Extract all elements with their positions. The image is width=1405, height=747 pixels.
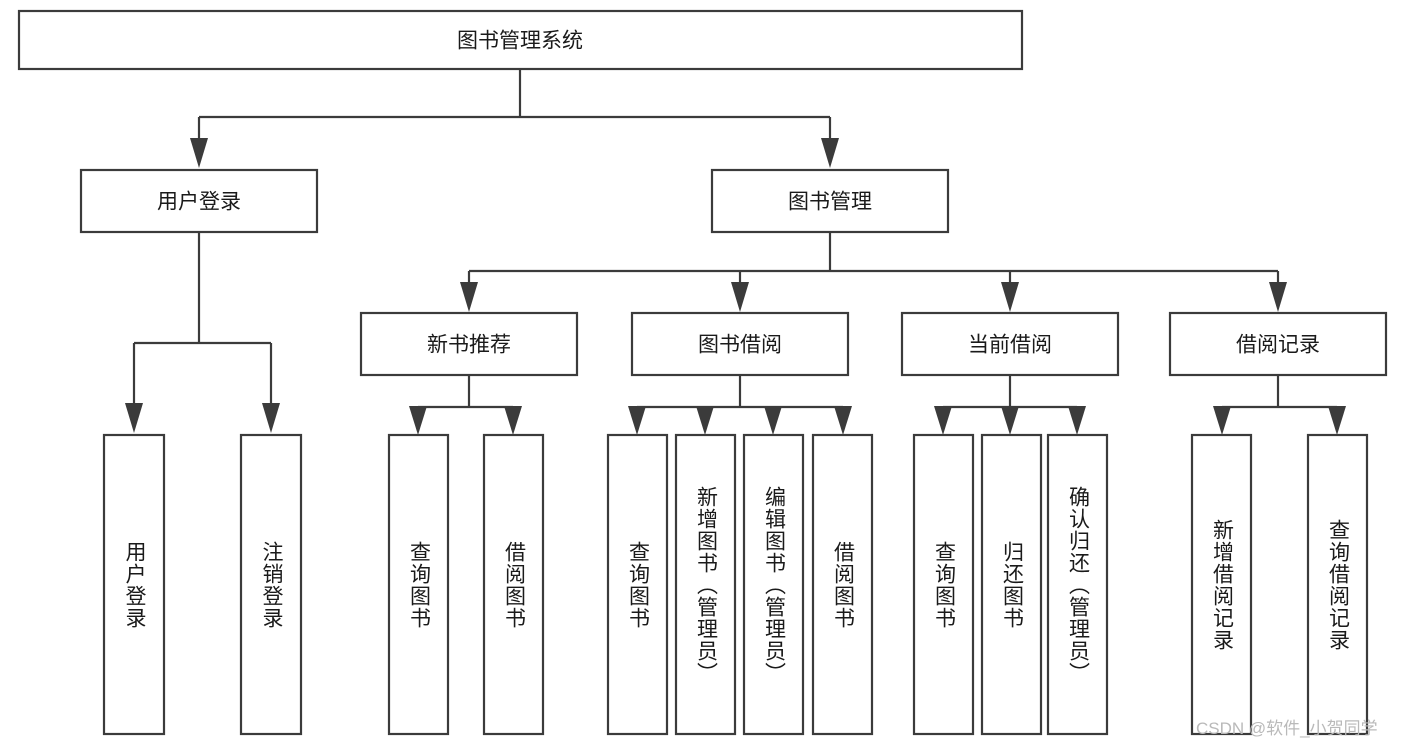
arrow-nbr-leaf-0 [409, 406, 427, 435]
arrow-nbr-leaf-1 [504, 406, 522, 435]
arrow-to-book-borrow [731, 282, 749, 312]
node-user-login[interactable]: 用户登录 [79, 168, 319, 234]
leaf-box-user-login[interactable] [102, 433, 166, 736]
node-user-login-label: 用户登录 [157, 191, 241, 214]
leaf-box-bb-query-book[interactable] [606, 433, 669, 736]
arrow-bb-leaf-2 [764, 406, 782, 435]
node-book-management-box[interactable] [710, 168, 950, 234]
node-current-borrow-label: 当前借阅 [968, 334, 1052, 357]
node-root[interactable]: 图书管理系统 [17, 9, 1024, 71]
leaf-box-bb-add-book[interactable] [674, 433, 737, 736]
arrow-to-borrow-record [1269, 282, 1287, 312]
arrow-to-leaf-user-login [125, 403, 143, 433]
node-book-borrow[interactable]: 图书借阅 [630, 311, 850, 377]
arrow-bb-leaf-3 [834, 406, 852, 435]
arrow-to-new-book-recommend [460, 282, 478, 312]
arrow-br-leaf-0 [1213, 406, 1231, 435]
leaf-box-br-add-record[interactable] [1190, 433, 1253, 736]
node-borrow-record[interactable]: 借阅记录 [1168, 311, 1388, 377]
watermark-text: CSDN @软件_小贺同学 [1196, 719, 1378, 738]
arrow-br-leaf-1 [1328, 406, 1346, 435]
node-root-box[interactable] [17, 9, 1024, 71]
arrow-to-leaf-logout [262, 403, 280, 433]
arrow-bb-leaf-0 [628, 406, 646, 435]
node-current-borrow-box[interactable] [900, 311, 1120, 377]
leaf-box-bb-edit-book[interactable] [742, 433, 805, 736]
node-new-book-recommend-label: 新书推荐 [427, 334, 511, 357]
leaf-box-nbr-borrow-book[interactable] [482, 433, 545, 736]
node-root-label: 图书管理系统 [457, 30, 583, 53]
node-new-book-recommend[interactable]: 新书推荐 [359, 311, 579, 377]
node-borrow-record-label: 借阅记录 [1236, 334, 1320, 357]
node-book-management[interactable]: 图书管理 [710, 168, 950, 234]
leaf-box-logout[interactable] [239, 433, 303, 736]
leaf-box-bb-borrow-book[interactable] [811, 433, 874, 736]
arrow-to-user-login [190, 138, 208, 168]
leaf-box-br-query-record[interactable] [1306, 433, 1369, 736]
arrow-cb-leaf-2 [1068, 406, 1086, 435]
arrow-to-book-management [821, 138, 839, 168]
arrow-cb-leaf-0 [934, 406, 952, 435]
arrow-cb-leaf-1 [1001, 406, 1019, 435]
leaf-box-cb-query-book[interactable] [912, 433, 975, 736]
node-borrow-record-box[interactable] [1168, 311, 1388, 377]
node-book-borrow-label: 图书借阅 [698, 334, 782, 357]
node-new-book-recommend-box[interactable] [359, 311, 579, 377]
arrow-to-current-borrow [1001, 282, 1019, 312]
leaf-box-cb-return-book[interactable] [980, 433, 1043, 736]
leaf-box-cb-confirm-return[interactable] [1046, 433, 1109, 736]
arrow-bb-leaf-1 [696, 406, 714, 435]
leaf-box-nbr-query-book[interactable] [387, 433, 450, 736]
node-current-borrow[interactable]: 当前借阅 [900, 311, 1120, 377]
node-book-management-label: 图书管理 [788, 191, 872, 214]
node-book-borrow-box[interactable] [630, 311, 850, 377]
